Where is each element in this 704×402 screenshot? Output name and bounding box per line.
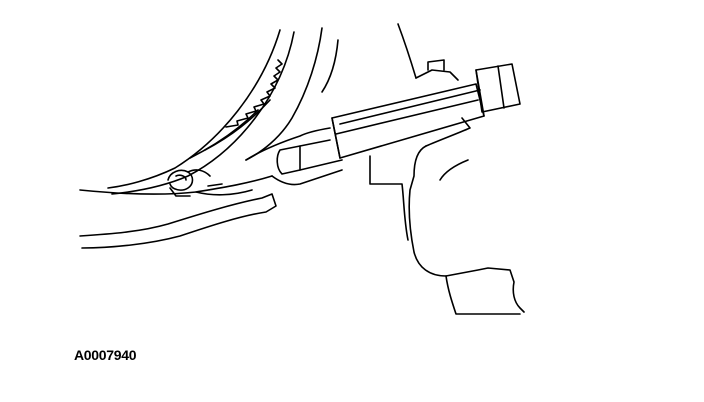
tool-shaft xyxy=(245,127,343,186)
spring-clip xyxy=(167,169,211,197)
figure-reference-code: A0007940 xyxy=(74,347,137,363)
drum-housing xyxy=(107,27,339,195)
lower-arm xyxy=(79,175,277,249)
mounting-bracket xyxy=(369,23,525,315)
tool-body xyxy=(331,63,521,159)
